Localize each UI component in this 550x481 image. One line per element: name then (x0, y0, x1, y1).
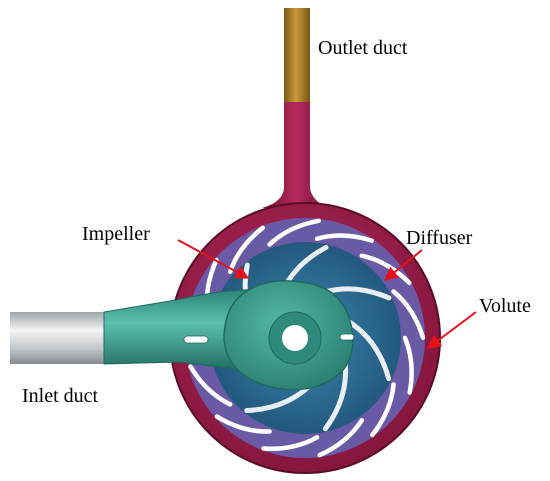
diffuser-vane (261, 435, 320, 451)
diffuser-vane (359, 253, 412, 286)
hub-eye-hole (282, 325, 308, 351)
volute-arrow (426, 311, 477, 349)
hub-slot (339, 333, 355, 341)
label-inlet-duct: Inlet duct (22, 385, 99, 407)
diffuser-vane (227, 225, 266, 274)
inlet-pipe (10, 312, 106, 364)
label-volute: Volute (479, 295, 531, 317)
diffuser-vane (267, 218, 322, 247)
diffuser-vane (314, 233, 374, 243)
inlet-slot (183, 335, 209, 344)
diffuser-vane (188, 364, 233, 407)
diffuser-arrow (383, 249, 423, 281)
outlet-neck (262, 102, 330, 208)
label-impeller: Impeller (82, 223, 150, 245)
diffuser-vane (391, 289, 426, 340)
impeller-arrow (177, 239, 250, 279)
outlet-duct (284, 8, 310, 104)
diffuser-vane (214, 414, 272, 434)
diffuser-vane (402, 335, 414, 395)
diffuser-vane (370, 382, 396, 438)
diffuser-vane (317, 418, 365, 458)
label-diffuser: Diffuser (406, 227, 473, 249)
label-outlet-duct: Outlet duct (318, 37, 408, 59)
